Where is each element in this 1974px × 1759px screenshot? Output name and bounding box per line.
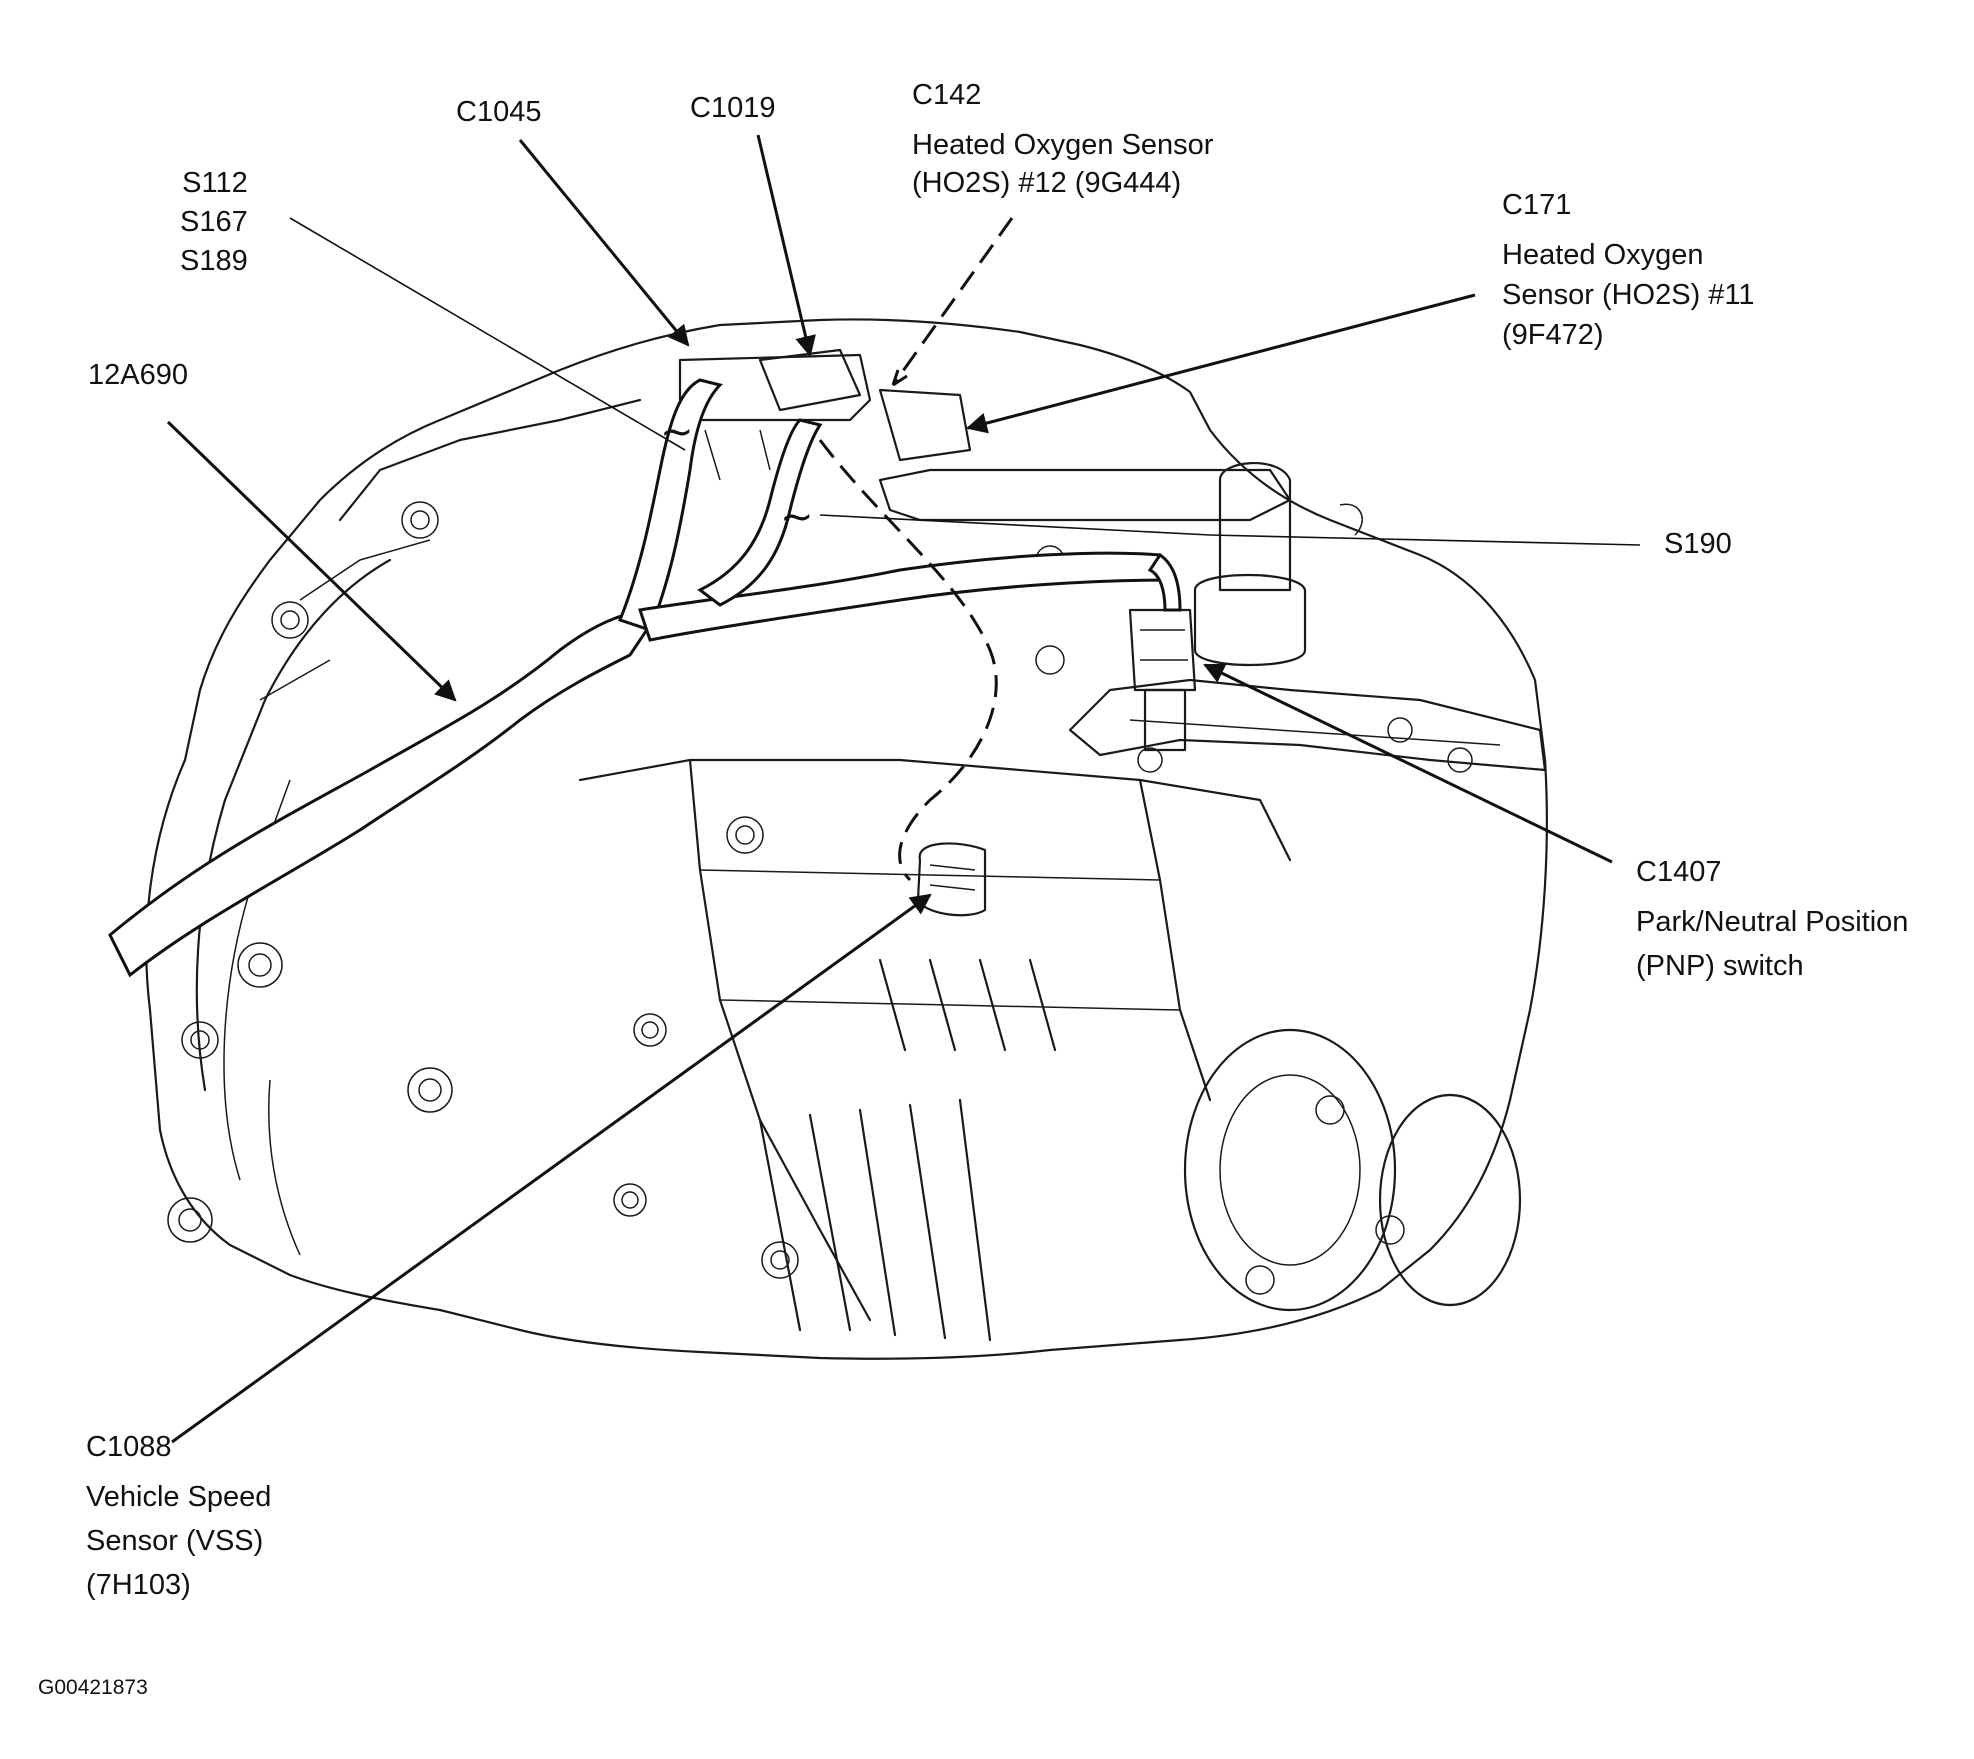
splice-s189: S189 bbox=[180, 245, 248, 277]
figure-id-text: G00421873 bbox=[38, 1676, 148, 1699]
label-s190: S190 bbox=[1664, 525, 1732, 563]
figure-id: G00421873 bbox=[38, 1676, 148, 1700]
c1088-desc-line1: Vehicle Speed bbox=[86, 1481, 272, 1513]
label-c1019: C1019 bbox=[690, 89, 775, 127]
arrow-c142 bbox=[891, 217, 1014, 386]
arrow-c1019 bbox=[756, 134, 816, 358]
splice-s112: S112 bbox=[182, 167, 248, 199]
label-splices-s112-s167-s189: S112 S167 S189 bbox=[180, 164, 248, 281]
harness-code: 12A690 bbox=[88, 359, 188, 391]
c1407-desc-line1: Park/Neutral Position bbox=[1636, 906, 1909, 938]
label-c1407: C1407 Park/Neutral Position (PNP) switch bbox=[1636, 850, 1908, 988]
label-c1045: C1045 bbox=[456, 93, 541, 131]
c1045-code: C1045 bbox=[456, 96, 542, 128]
c171-desc-line2: Sensor (HO2S) #11 bbox=[1502, 279, 1755, 311]
c1407-desc-line2: (PNP) switch bbox=[1636, 950, 1804, 982]
c1407-code: C1407 bbox=[1636, 856, 1722, 888]
s190-code: S190 bbox=[1664, 528, 1732, 560]
label-harness-12a690: 12A690 bbox=[88, 356, 188, 394]
c1019-code: C1019 bbox=[690, 92, 776, 124]
leader-s190 bbox=[1209, 534, 1641, 546]
label-c1088: C1088 Vehicle Speed Sensor (VSS) (7H103) bbox=[86, 1425, 271, 1607]
label-c142: C142 Heated Oxygen Sensor (HO2S) #12 (9G… bbox=[912, 70, 1213, 208]
c142-desc-line2: (HO2S) #12 (9G444) bbox=[912, 167, 1182, 199]
c171-desc-line3: (9F472) bbox=[1502, 319, 1604, 351]
leader-s190-b bbox=[819, 514, 1211, 536]
wiring-harness: ~ ~ bbox=[108, 378, 1182, 978]
arrow-c1407 bbox=[1203, 663, 1613, 864]
c1088-code: C1088 bbox=[86, 1431, 172, 1463]
arrow-harness bbox=[166, 420, 457, 702]
svg-text:~: ~ bbox=[780, 494, 814, 540]
label-c171: C171 Heated Oxygen Sensor (HO2S) #11 (9F… bbox=[1502, 182, 1755, 355]
transaxle-housing bbox=[145, 318, 1548, 1360]
arrow-c1045 bbox=[518, 139, 690, 347]
c1088-desc-line2: Sensor (VSS) bbox=[86, 1525, 264, 1557]
c171-desc-line1: Heated Oxygen bbox=[1502, 239, 1704, 271]
arrow-c171 bbox=[965, 293, 1476, 434]
leader-lines bbox=[166, 134, 1641, 1444]
c142-code: C142 bbox=[912, 79, 982, 111]
c1088-desc-line3: (7H103) bbox=[86, 1569, 191, 1601]
c171-code: C171 bbox=[1502, 189, 1572, 221]
c142-desc-line1: Heated Oxygen Sensor bbox=[912, 129, 1214, 161]
leader-s112 bbox=[289, 217, 686, 451]
splice-s167: S167 bbox=[180, 206, 248, 238]
svg-text:~: ~ bbox=[660, 409, 694, 455]
arrow-c1088 bbox=[171, 893, 932, 1444]
